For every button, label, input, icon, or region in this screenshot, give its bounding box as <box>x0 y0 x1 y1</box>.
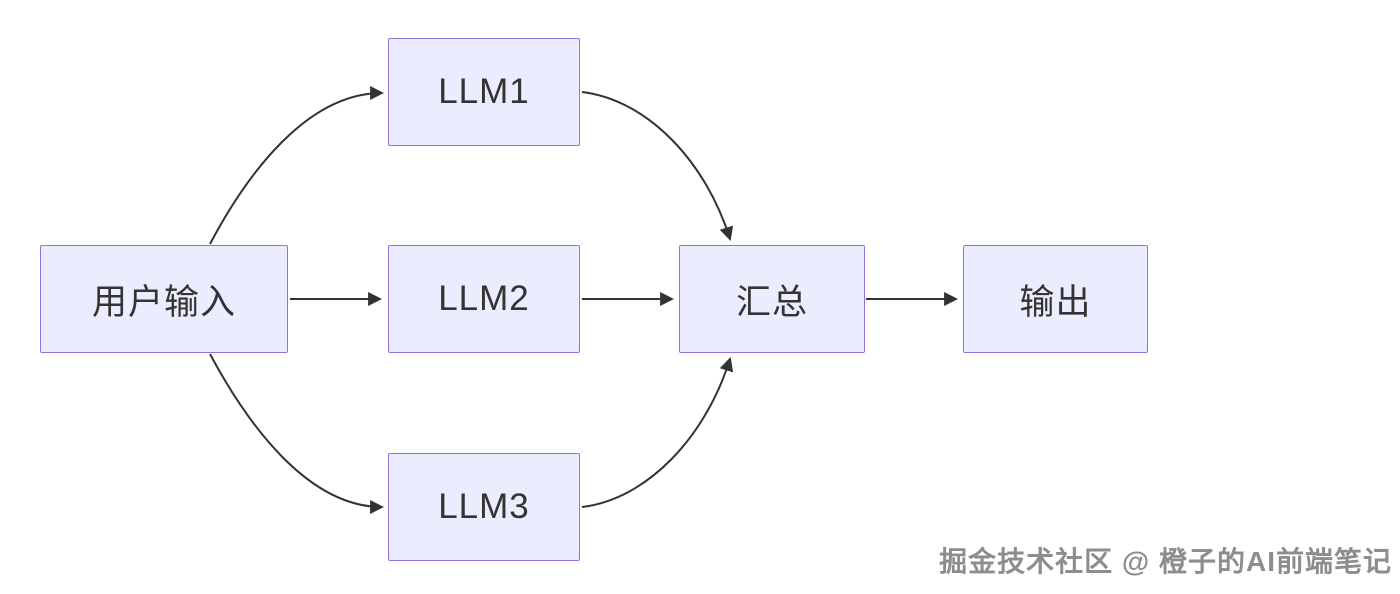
node-llm2: LLM2 <box>388 245 580 353</box>
edge-llm1-to-aggregate <box>581 91 734 242</box>
node-user-input: 用户输入 <box>40 245 288 353</box>
watermark: 掘金技术社区 @ 橙子的AI前端笔记 <box>939 546 1392 577</box>
node-llm2-label: LLM2 <box>438 279 530 318</box>
edge-user-input-to-llm3 <box>209 353 385 514</box>
node-user-input-label: 用户输入 <box>91 282 236 322</box>
node-llm3-label: LLM3 <box>438 487 530 526</box>
node-output-label: 输出 <box>1019 282 1092 322</box>
node-output: 输出 <box>963 245 1148 353</box>
node-aggregate: 汇总 <box>679 245 865 353</box>
node-llm3: LLM3 <box>388 453 580 561</box>
node-aggregate-label: 汇总 <box>735 282 808 322</box>
node-llm1-label: LLM1 <box>438 72 530 111</box>
edge-llm3-to-aggregate <box>581 356 734 508</box>
edge-user-input-to-llm1 <box>209 86 385 245</box>
node-llm1: LLM1 <box>388 38 580 146</box>
